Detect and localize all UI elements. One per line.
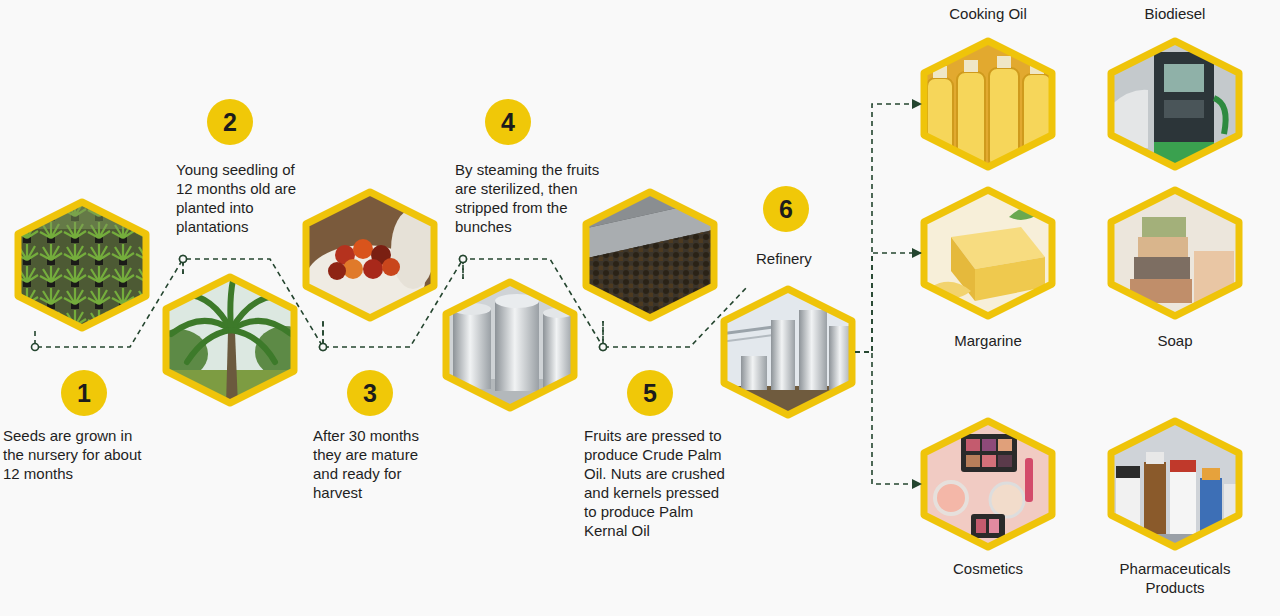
product-node: Soap: [1108, 187, 1242, 319]
step-description-box: Fruits are pressed to produce Crude Palm…: [584, 426, 734, 540]
process-step: 3After 30 months they are mature and rea…: [303, 189, 437, 321]
product-label-box: Soap: [1090, 331, 1260, 350]
product-node: Cooking Oil: [921, 38, 1055, 170]
fruit-harvest-photo: [303, 189, 437, 321]
step-description: By steaming the fruits are sterilized, t…: [455, 160, 600, 236]
product-label: Margarine: [903, 331, 1073, 350]
connector-line: [183, 259, 323, 347]
step-number: 4: [501, 110, 515, 135]
margarine-photo: [921, 187, 1055, 319]
step-description-box: Refinery: [756, 249, 856, 268]
product-label: Cooking Oil: [903, 4, 1073, 23]
step-number: 2: [223, 110, 237, 135]
cosmetics-photo: [921, 418, 1055, 550]
product-label-box: Cosmetics: [903, 559, 1073, 578]
dashed-connector: [855, 352, 921, 484]
dashed-connector: [180, 256, 327, 351]
cooking-oil-photo: [921, 38, 1055, 170]
connector-line: [855, 253, 921, 352]
pharmaceuticals-photo: [1108, 418, 1242, 550]
number-badge: 5: [627, 370, 673, 416]
dashed-connector: [32, 256, 187, 351]
step-description: Fruits are pressed to produce Crude Palm…: [584, 426, 734, 540]
connector-line: [855, 104, 921, 352]
dashed-connector: [320, 256, 467, 351]
process-step: 4By steaming the fruits are sterilized, …: [443, 279, 577, 411]
product-label: Biodiesel: [1090, 4, 1260, 23]
connector-dot: [320, 344, 327, 351]
number-badge: 6: [763, 186, 809, 232]
product-label-box: Pharmaceuticals Products: [1105, 559, 1245, 597]
number-badge: 2: [207, 99, 253, 145]
step-number: 1: [77, 381, 91, 406]
connector-line: [855, 352, 921, 484]
biodiesel-pump-photo: [1108, 38, 1242, 170]
step-description-box: Young seedling of 12 months old are plan…: [176, 160, 311, 236]
connector-line: [35, 259, 183, 347]
refinery-photo: [721, 286, 855, 418]
step-number: 3: [363, 381, 377, 406]
process-step: 6Refinery: [721, 286, 855, 418]
product-node: Biodiesel: [1108, 38, 1242, 170]
step-description-box: After 30 months they are mature and read…: [313, 426, 438, 502]
product-label: Pharmaceuticals Products: [1105, 559, 1245, 597]
connector-line: [603, 286, 748, 347]
step-number: 5: [643, 381, 657, 406]
connector-dot: [32, 344, 39, 351]
dashed-connector: [600, 286, 749, 351]
connector-line: [463, 259, 603, 347]
connector-dot: [460, 256, 467, 263]
connector-dot: [600, 344, 607, 351]
process-step: 2Young seedling of 12 months old are pla…: [163, 274, 297, 406]
soap-bars-photo: [1108, 187, 1242, 319]
step-description: After 30 months they are mature and read…: [313, 426, 438, 502]
product-node: Pharmaceuticals Products: [1108, 418, 1242, 550]
number-badge: 3: [347, 370, 393, 416]
step-description: Young seedling of 12 months old are plan…: [176, 160, 311, 236]
product-node: Margarine: [921, 187, 1055, 319]
dashed-connector: [855, 104, 921, 352]
product-label-box: Cooking Oil: [903, 4, 1073, 23]
product-label-box: Margarine: [903, 331, 1073, 350]
steam-tank-photo: [443, 279, 577, 411]
palm-tree-photo: [148, 274, 315, 406]
dashed-connector: [460, 256, 607, 351]
connector-dot: [320, 344, 327, 351]
connector-dot: [600, 344, 607, 351]
fruit-conveyor-photo: [583, 189, 717, 321]
step-description-box: By steaming the fruits are sterilized, t…: [455, 160, 600, 236]
product-label-box: Biodiesel: [1090, 4, 1260, 23]
dashed-connector: [855, 253, 921, 352]
number-badge: 4: [485, 99, 531, 145]
seedling-photo: [15, 199, 149, 331]
step-number: 6: [779, 197, 793, 222]
process-step: 1Seeds are grown in the nursery for abou…: [15, 199, 149, 331]
product-node: Cosmetics: [921, 418, 1055, 550]
product-label: Cosmetics: [903, 559, 1073, 578]
step-description-box: Seeds are grown in the nursery for about…: [3, 426, 148, 483]
step-description: Seeds are grown in the nursery for about…: [3, 426, 148, 483]
step-description: Refinery: [756, 249, 856, 268]
connector-line: [323, 259, 463, 347]
product-label: Soap: [1090, 331, 1260, 350]
number-badge: 1: [61, 370, 107, 416]
process-step: 5Fruits are pressed to produce Crude Pal…: [583, 189, 717, 321]
connector-dot: [180, 256, 187, 263]
connector-dot: [180, 256, 187, 263]
connector-dot: [460, 256, 467, 263]
